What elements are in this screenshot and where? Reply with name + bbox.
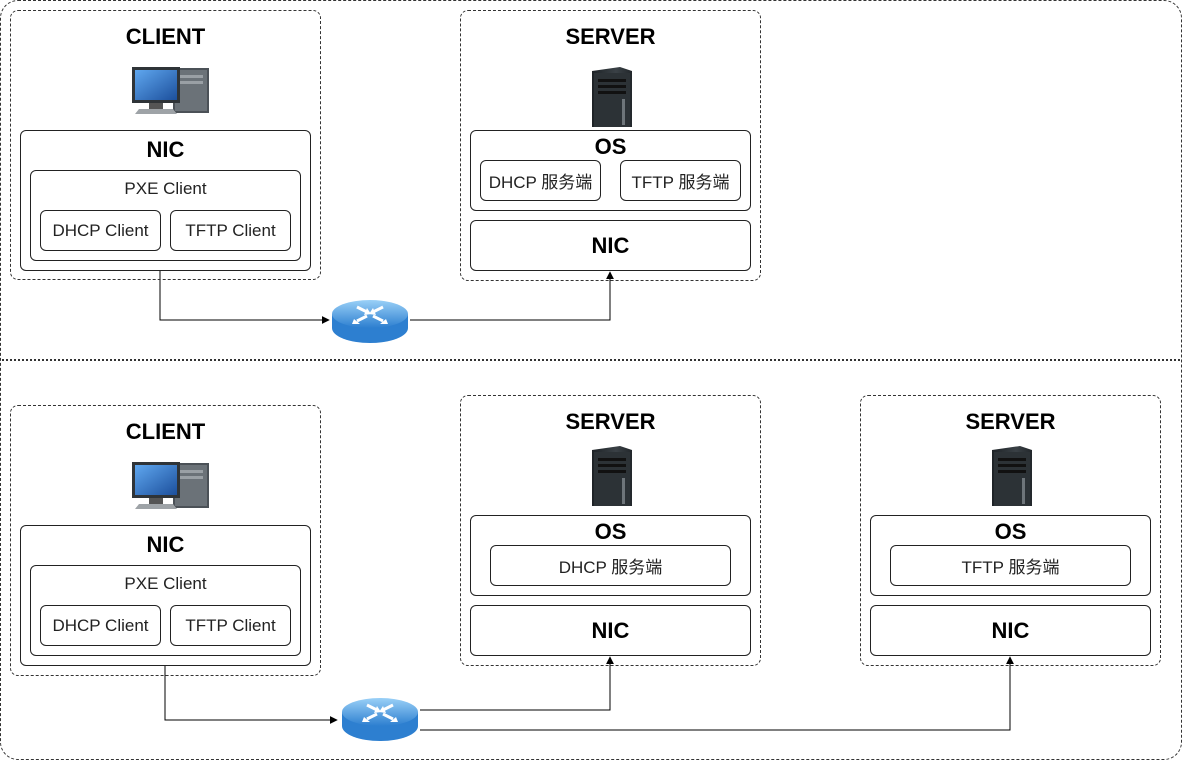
- section-divider: [2, 359, 1180, 361]
- bottom-client-group: CLIENT: [10, 405, 321, 676]
- bottom-tftp-service: TFTP 服务端: [890, 545, 1131, 586]
- server-title: SERVER: [965, 409, 1056, 434]
- router-icon: [330, 298, 410, 344]
- top-tftp-client: TFTP Client: [170, 210, 291, 251]
- nic-label: NIC: [146, 137, 185, 162]
- client-title: CLIENT: [125, 24, 206, 49]
- server-title: SERVER: [565, 24, 656, 49]
- bottom-tftp-server-nic: NIC: [870, 605, 1151, 656]
- top-server-nic: NIC: [470, 220, 751, 271]
- top-dhcp-client: DHCP Client: [40, 210, 161, 251]
- os-label: OS: [994, 519, 1027, 544]
- top-client-group: CLIENT: [10, 10, 321, 280]
- bottom-tftp-client: TFTP Client: [170, 605, 291, 646]
- bottom-dhcp-server-group: SERVER: [460, 395, 761, 666]
- server-tower-icon: [986, 444, 1036, 508]
- router-icon: [340, 696, 420, 742]
- nic-label: NIC: [146, 532, 185, 557]
- bottom-dhcp-server-nic: NIC: [470, 605, 751, 656]
- bottom-dhcp-client: DHCP Client: [40, 605, 161, 646]
- bottom-dhcp-service: DHCP 服务端: [490, 545, 731, 586]
- server-title: SERVER: [565, 409, 656, 434]
- pxe-client-label: PXE Client: [124, 179, 207, 198]
- top-server-group: SERVER: [460, 10, 761, 281]
- server-tower-icon: [586, 65, 636, 129]
- desktop-computer-icon: [129, 460, 213, 512]
- top-tftp-service: TFTP 服务端: [620, 160, 741, 201]
- server-tower-icon: [586, 444, 636, 508]
- desktop-computer-icon: [129, 65, 213, 117]
- pxe-client-label: PXE Client: [124, 574, 207, 593]
- bottom-tftp-server-group: SERVER: [860, 395, 1161, 666]
- os-label: OS: [594, 134, 627, 159]
- top-dhcp-service: DHCP 服务端: [480, 160, 601, 201]
- os-label: OS: [594, 519, 627, 544]
- client-title: CLIENT: [125, 419, 206, 444]
